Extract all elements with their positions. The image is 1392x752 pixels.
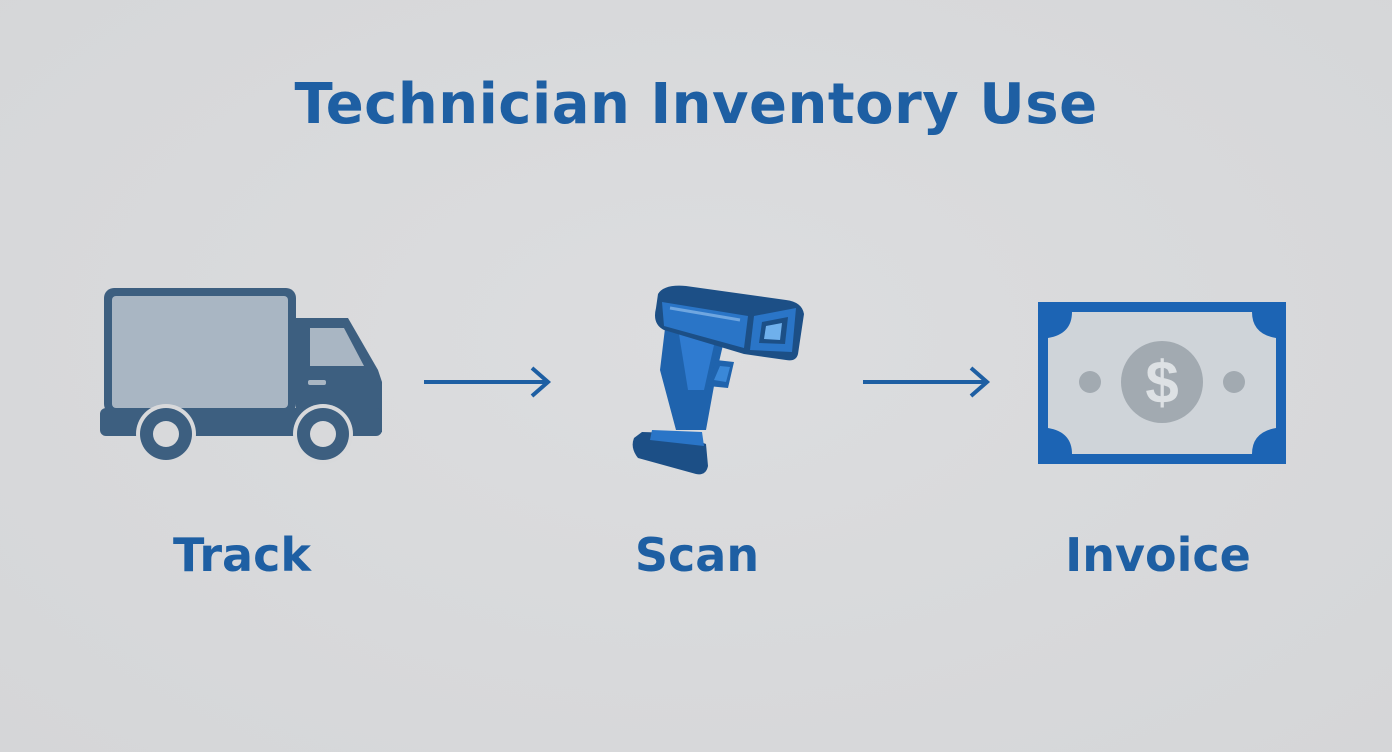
arrow-right-icon xyxy=(424,366,552,398)
dollar-bill-icon: $ xyxy=(1038,302,1286,464)
step-label-scan: Scan xyxy=(634,528,760,582)
truck-icon xyxy=(100,288,382,464)
arrow-right-icon xyxy=(863,366,991,398)
diagram-title: Technician Inventory Use xyxy=(294,72,1098,137)
step-label-invoice: Invoice xyxy=(1065,528,1251,582)
barcode-scanner-icon xyxy=(632,285,804,475)
dollar-sign-glyph: $ xyxy=(1145,349,1178,416)
step-label-track: Track xyxy=(173,528,311,582)
